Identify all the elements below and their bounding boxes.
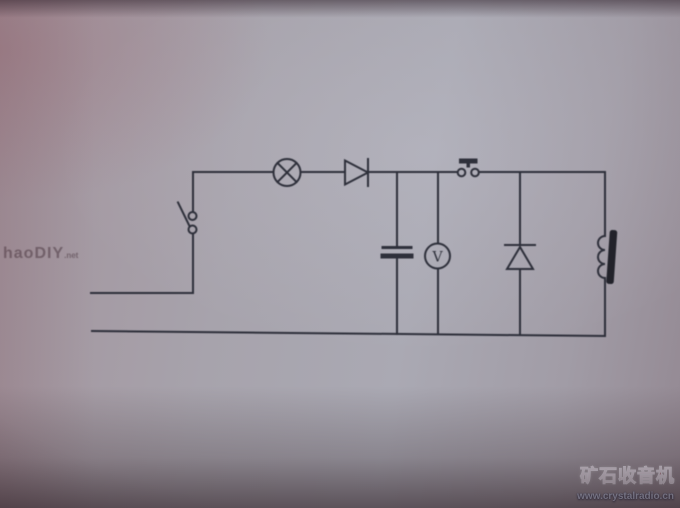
voltmeter-label: V xyxy=(431,250,443,266)
left-watermark: haoDIY.net xyxy=(3,245,78,263)
left-watermark-text: haoDIY xyxy=(3,245,65,262)
voltmeter-icon: V xyxy=(424,171,451,335)
push-button-icon xyxy=(456,158,480,178)
capacitor-icon xyxy=(380,171,414,335)
brand-watermark-title: 矿石收音机 xyxy=(580,466,675,487)
series-diode-icon xyxy=(344,158,371,187)
wire-bottom-rail xyxy=(90,329,607,338)
switch-icon xyxy=(176,171,198,294)
coil-core-bar xyxy=(606,229,618,285)
lamp-icon xyxy=(272,158,302,187)
brand-watermark-url: www.crystalradio.cn xyxy=(577,491,674,502)
relay-coil-icon xyxy=(597,171,618,337)
flyback-diode-icon xyxy=(504,171,536,336)
left-watermark-suffix: .net xyxy=(64,251,79,260)
